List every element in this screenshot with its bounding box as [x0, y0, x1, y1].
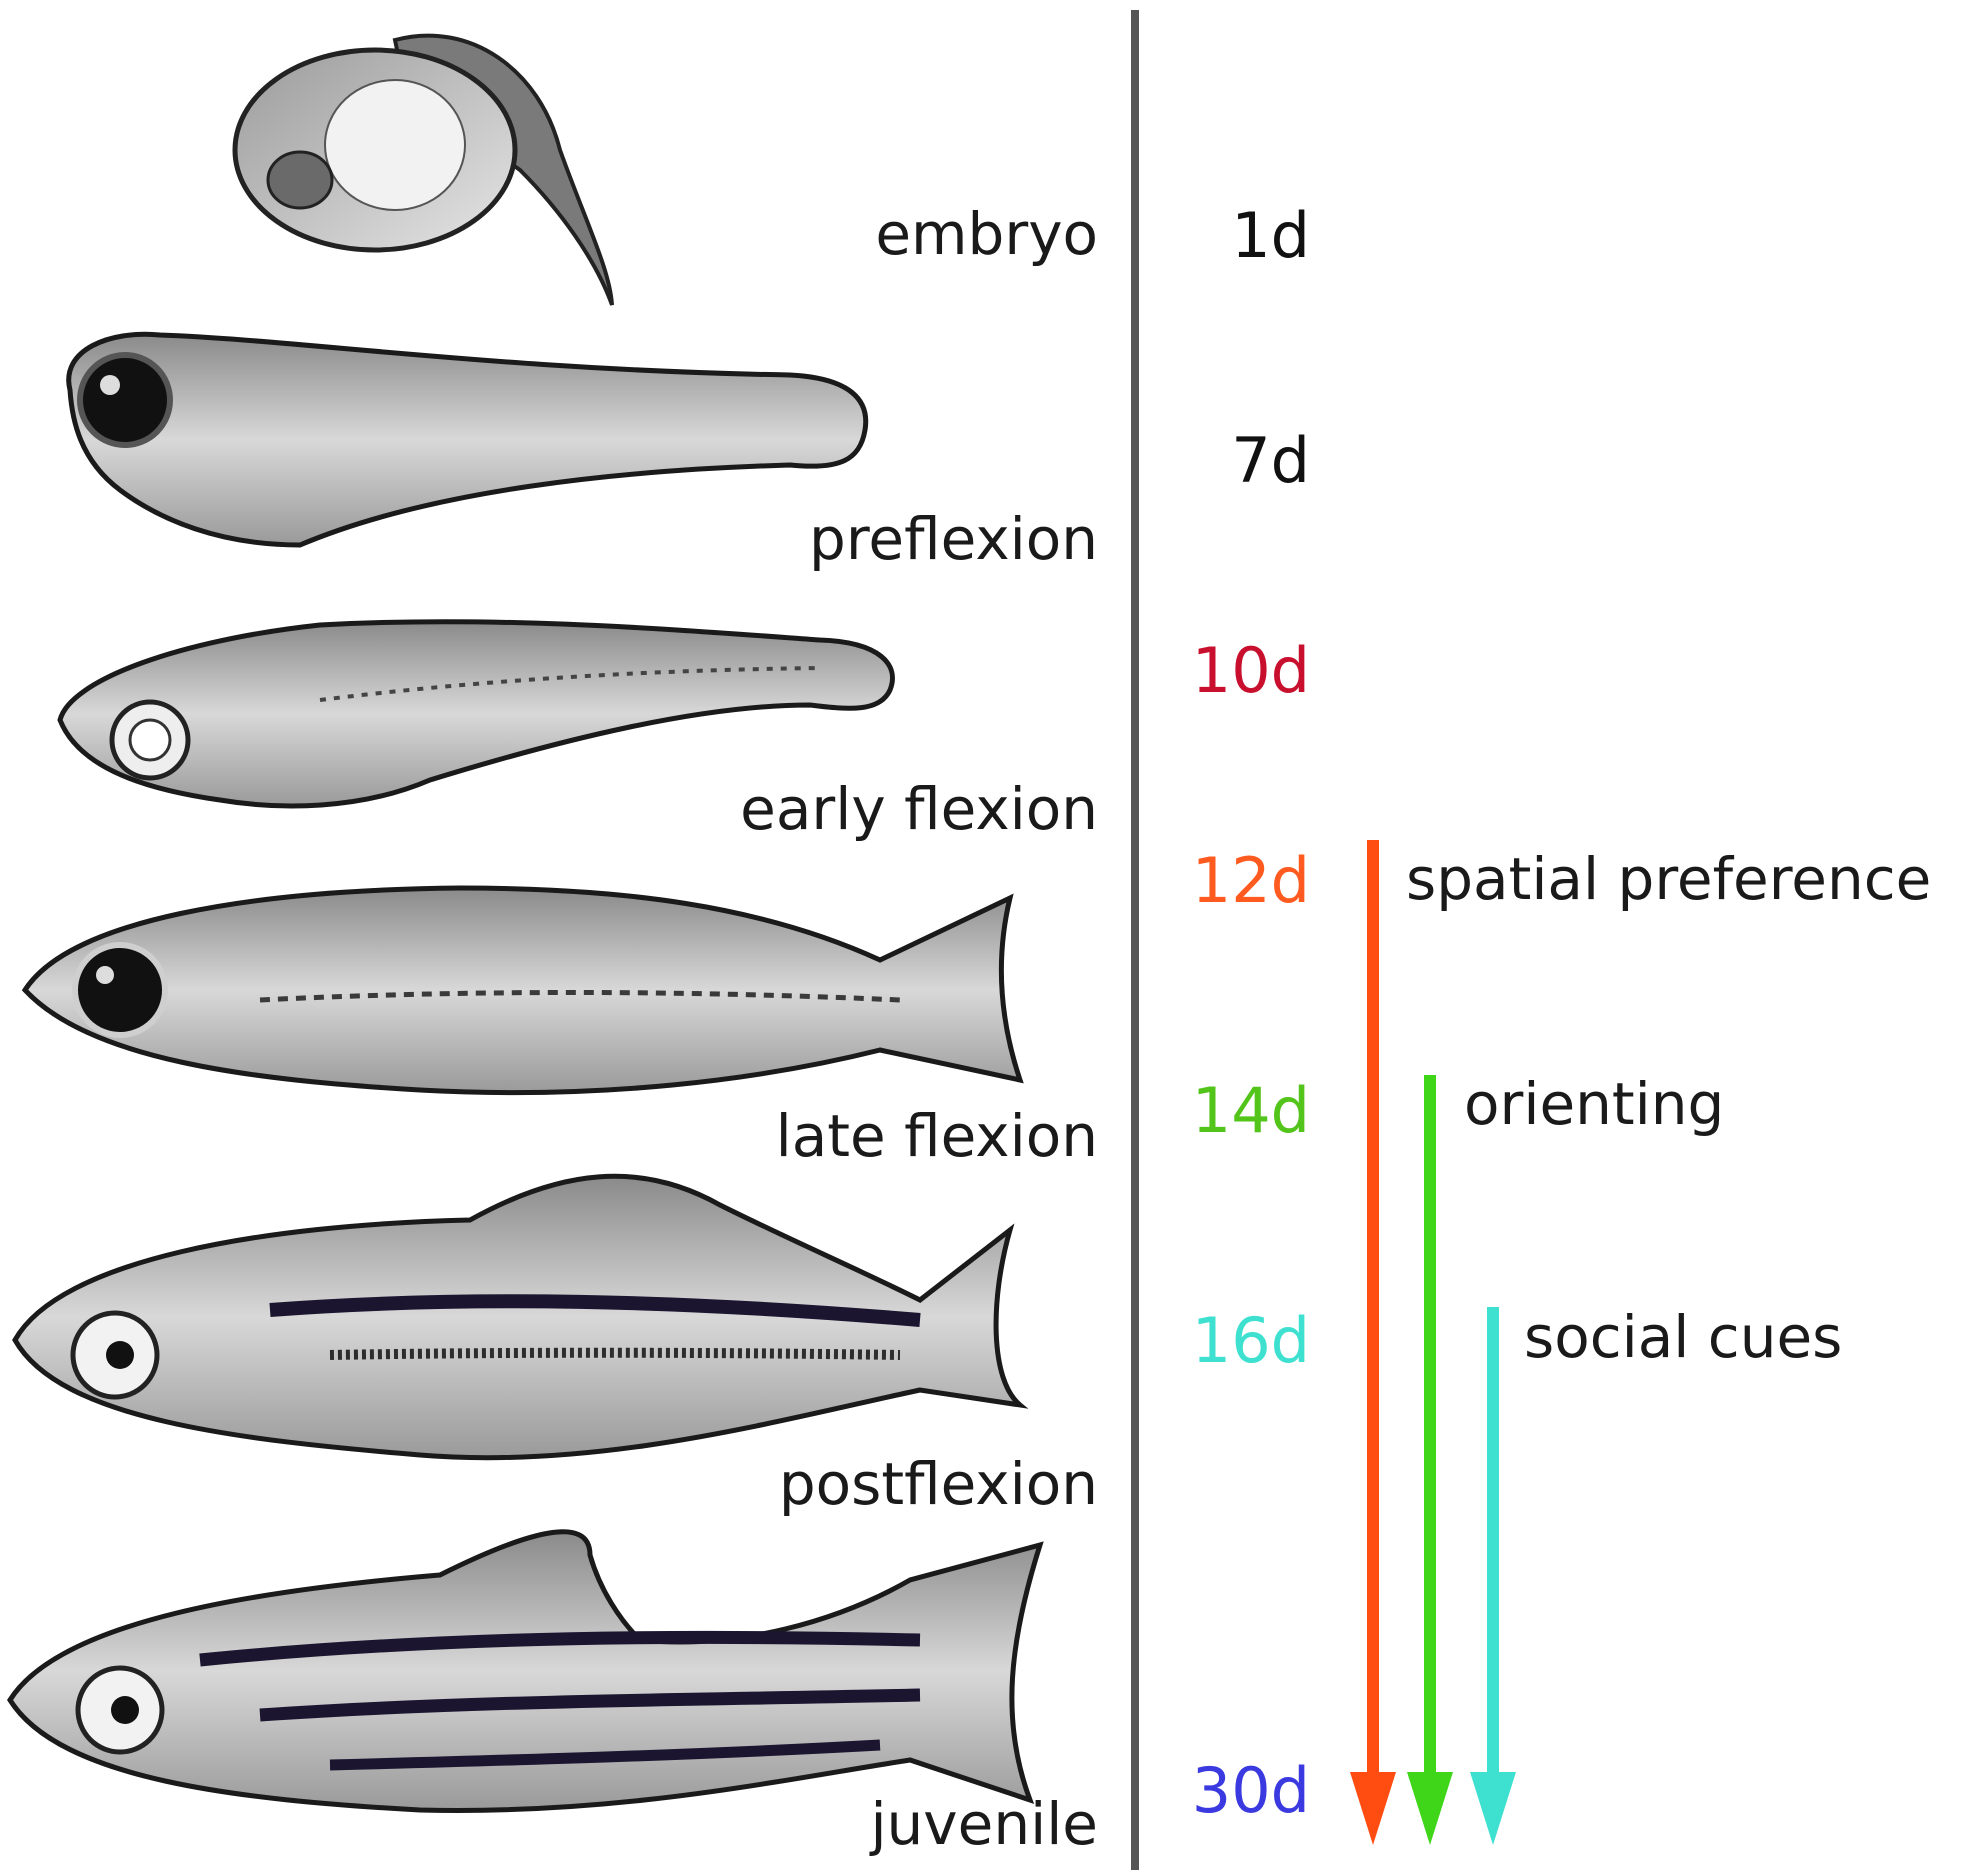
- early-flexion-illustration: [57, 619, 895, 809]
- day-label-30d: 30d: [1191, 1754, 1310, 1827]
- stage-label-late-flexion: late flexion: [775, 1102, 1098, 1170]
- day-label-1d: 1d: [1231, 199, 1310, 272]
- postflexion-illustration: [12, 1173, 1029, 1461]
- day-label-12d: 12d: [1191, 844, 1310, 917]
- day-label-16d: 16d: [1191, 1304, 1310, 1377]
- orienting-arrow: [1407, 1075, 1453, 1845]
- day-label-7d: 7d: [1231, 424, 1310, 497]
- social-cues-arrow: [1470, 1307, 1516, 1845]
- stage-label-juvenile: juvenile: [870, 1790, 1098, 1858]
- behavior-label-orienting: orienting: [1464, 1070, 1725, 1138]
- behavior-label-spatial-preference: spatial preference: [1406, 845, 1932, 913]
- embryo-illustration: [232, 33, 614, 306]
- stage-label-preflexion: preflexion: [809, 505, 1098, 573]
- juvenile-illustration: [7, 1529, 1044, 1813]
- day-label-14d: 14d: [1191, 1074, 1310, 1147]
- spatial-preference-arrow: [1350, 840, 1396, 1845]
- behavior-label-social-cues: social cues: [1524, 1303, 1843, 1371]
- preflexion-illustration: [66, 331, 869, 548]
- stage-label-postflexion: postflexion: [778, 1450, 1098, 1518]
- day-label-10d: 10d: [1191, 634, 1310, 707]
- stage-label-early-flexion: early flexion: [740, 775, 1098, 843]
- stage-label-embryo: embryo: [875, 200, 1098, 268]
- late-flexion-illustration: [21, 885, 1024, 1096]
